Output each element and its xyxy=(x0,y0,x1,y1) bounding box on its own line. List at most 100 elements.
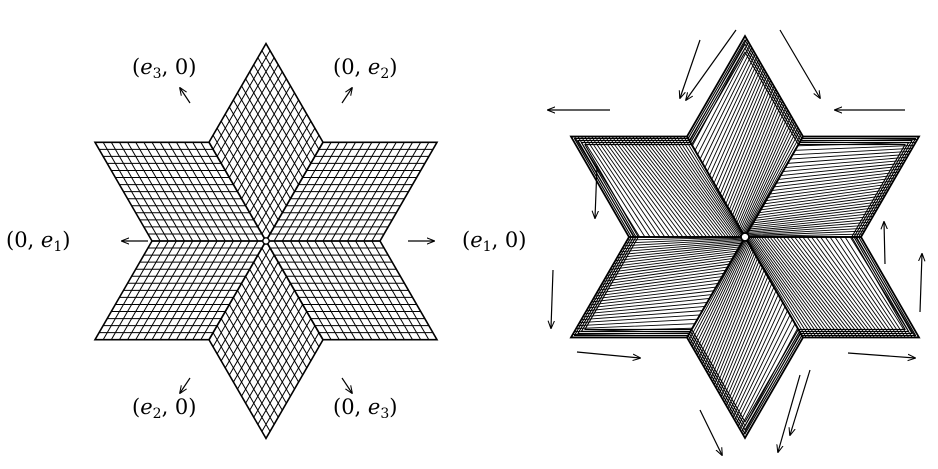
contour-line xyxy=(687,39,746,140)
flow-line xyxy=(757,198,884,216)
grid-line xyxy=(322,141,381,242)
contour-line xyxy=(851,236,906,330)
flow-line xyxy=(745,236,811,338)
flow-line xyxy=(777,165,903,180)
flow-line xyxy=(741,121,795,233)
flow-line xyxy=(697,47,753,156)
grid-line xyxy=(118,141,177,242)
flow-line xyxy=(724,286,775,403)
flow-line xyxy=(625,237,745,244)
flow-line xyxy=(834,236,903,338)
contour-line xyxy=(577,140,635,238)
flow-line xyxy=(769,177,896,195)
flow-line xyxy=(723,82,773,202)
flow-line xyxy=(829,236,899,338)
flow-line xyxy=(742,124,797,235)
flow-line xyxy=(749,236,821,338)
flow-line xyxy=(669,136,741,238)
flow-line xyxy=(725,290,777,406)
contour-line xyxy=(687,334,746,435)
flow-line xyxy=(839,236,906,338)
contour-line xyxy=(580,236,637,332)
flow-line xyxy=(579,314,701,324)
flow-line xyxy=(734,310,788,421)
label-0-e3: (0, e3) xyxy=(333,395,398,422)
flow-line xyxy=(591,286,717,303)
contour-line xyxy=(744,334,803,435)
flow-line xyxy=(779,236,859,338)
contour-line xyxy=(744,332,802,431)
flow-line xyxy=(758,195,886,214)
flow-line xyxy=(766,236,845,338)
flow-line xyxy=(746,224,869,235)
flow-line xyxy=(611,136,688,238)
grid-line xyxy=(338,141,397,242)
grid-line xyxy=(110,240,169,341)
flow-line xyxy=(713,266,763,386)
flow-line xyxy=(756,236,831,338)
contour-line xyxy=(688,332,746,431)
flow-line xyxy=(635,136,715,238)
flow-line xyxy=(621,239,744,250)
grid-line xyxy=(355,141,414,242)
contour-line xyxy=(744,39,803,140)
flow-line xyxy=(718,276,769,395)
contour-line xyxy=(691,328,746,423)
flow-line xyxy=(738,112,790,228)
flow-line xyxy=(691,238,747,347)
flow-line xyxy=(611,250,738,267)
flow-line xyxy=(746,236,814,338)
grid-line xyxy=(249,311,308,411)
flow-line xyxy=(577,318,698,327)
grid-line xyxy=(330,240,389,341)
flow-arrow xyxy=(680,39,701,98)
grid-line xyxy=(253,64,312,164)
flow-line xyxy=(820,236,893,338)
flow-line xyxy=(591,136,661,238)
flow-line xyxy=(604,260,732,279)
contour-line xyxy=(851,144,906,238)
flow-line xyxy=(694,44,751,151)
flow-line xyxy=(575,323,696,330)
contour-line xyxy=(573,236,632,337)
flow-arrow xyxy=(779,29,820,98)
flow-line xyxy=(672,136,742,238)
flow-line xyxy=(642,136,721,238)
contour-line xyxy=(853,142,910,238)
grid-line xyxy=(216,57,275,157)
flow-line xyxy=(786,236,865,338)
flow-line xyxy=(698,244,751,359)
flow-line xyxy=(763,236,841,338)
label-e2-0: (e2, 0) xyxy=(132,395,197,422)
contour-line xyxy=(577,236,635,334)
flow-line xyxy=(621,136,700,238)
flow-line xyxy=(689,237,747,344)
flow-line xyxy=(620,241,743,253)
flow-line xyxy=(787,153,910,164)
grid-line xyxy=(346,240,405,341)
flow-line xyxy=(712,263,762,383)
flow-line xyxy=(597,272,725,291)
contour-line xyxy=(689,330,746,427)
flow-line xyxy=(733,100,783,219)
flow-line xyxy=(743,130,801,237)
flow-line xyxy=(708,258,758,377)
flow-line xyxy=(790,236,869,338)
contour-line xyxy=(573,138,632,238)
grid-line xyxy=(330,141,389,242)
grid-line xyxy=(261,332,320,432)
flow-line xyxy=(810,236,886,338)
flow-line xyxy=(749,215,874,230)
flow-line xyxy=(702,53,756,164)
flow-line xyxy=(599,269,727,288)
flow-arrow xyxy=(884,222,885,265)
grid-line xyxy=(371,141,430,242)
right-star-flow xyxy=(569,34,921,440)
flow-line xyxy=(750,212,876,228)
flow-line xyxy=(752,206,879,224)
left-star-grid xyxy=(93,41,439,441)
flow-line xyxy=(780,162,905,177)
flow-line xyxy=(659,136,734,238)
flow-line xyxy=(824,236,896,338)
flow-line xyxy=(743,127,799,236)
